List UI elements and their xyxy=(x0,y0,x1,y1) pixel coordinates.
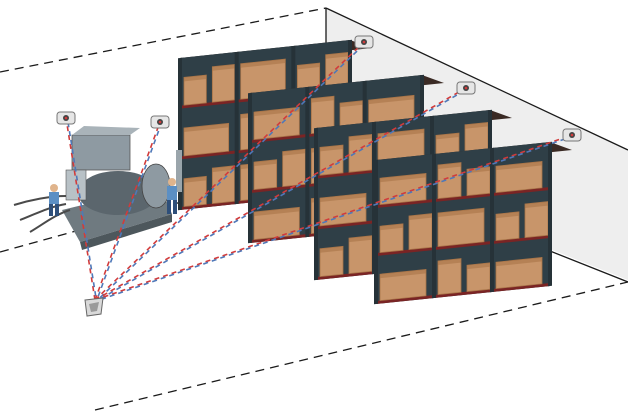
beam-sensor-icon xyxy=(562,128,582,142)
detection-beam xyxy=(94,134,574,302)
cardboard-box xyxy=(211,165,236,205)
machine-pipes xyxy=(13,195,71,233)
beam-sensor-icon xyxy=(354,35,374,49)
beam-sensor-icon xyxy=(150,115,170,129)
worker-icon xyxy=(167,178,177,214)
detection-beam xyxy=(94,121,163,302)
cardboard-box xyxy=(495,256,543,290)
ceiling-line-back xyxy=(0,7,327,73)
cardboard-box xyxy=(183,122,230,157)
reflector-prism-icon xyxy=(84,297,104,317)
floor-line-front xyxy=(94,281,628,411)
beam-sensor-icon xyxy=(56,111,76,125)
cardboard-box xyxy=(211,63,236,103)
machine-panel xyxy=(65,169,87,201)
cardboard-box xyxy=(183,74,207,106)
generator-machine xyxy=(13,126,182,250)
detection-beam xyxy=(94,87,468,302)
storage-racks xyxy=(178,39,572,305)
detection-beam xyxy=(94,41,367,302)
rack-face xyxy=(374,141,552,305)
machine-housing-top xyxy=(71,134,131,171)
storage-rack xyxy=(374,141,572,305)
beam-sensors xyxy=(56,35,582,142)
machine-exhaust xyxy=(176,150,182,192)
machine-base-side xyxy=(80,214,172,250)
machine-housing-roof xyxy=(72,126,140,135)
cardboard-box xyxy=(437,258,462,296)
machine-drum-end xyxy=(141,163,171,209)
cardboard-box xyxy=(319,245,344,278)
beam-sensor-icon xyxy=(456,81,476,95)
back-wall-edge-top xyxy=(325,7,628,151)
detection-beams xyxy=(65,41,574,302)
machine-drum xyxy=(78,171,158,215)
cardboard-box xyxy=(379,268,427,302)
detection-beam xyxy=(65,117,98,302)
worker-icon xyxy=(49,184,59,216)
